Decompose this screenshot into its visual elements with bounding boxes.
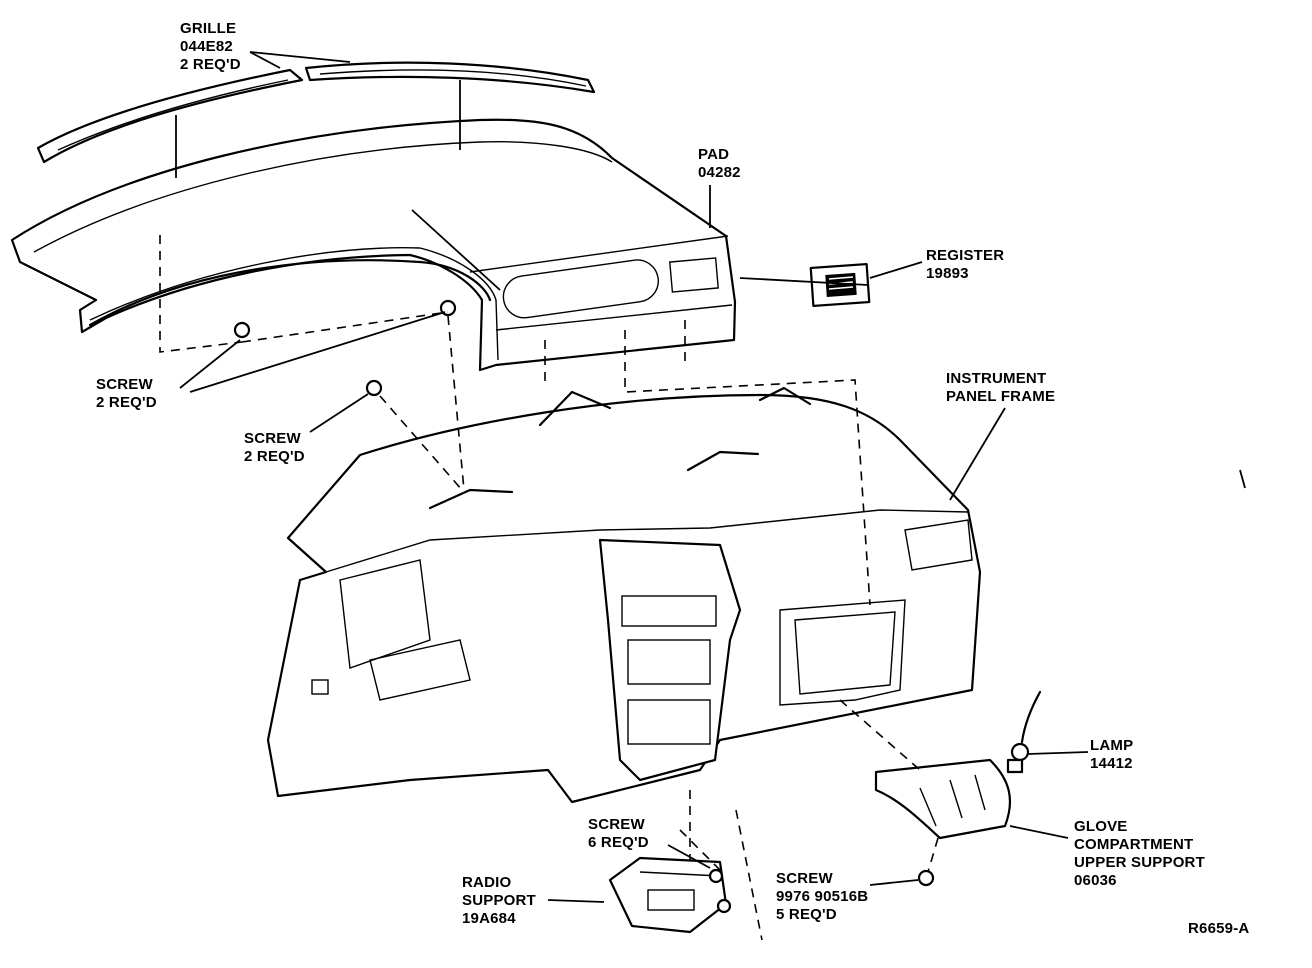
callout-pad: PAD 04282 xyxy=(698,146,741,182)
lamp-name: LAMP xyxy=(1090,737,1134,754)
register-part-number: 19893 xyxy=(926,265,969,282)
screw-upper-quantity: 2 REQ'D xyxy=(96,394,157,411)
screw-six-name: SCREW xyxy=(588,816,645,833)
radio-line2: SUPPORT xyxy=(462,892,536,909)
callout-register: REGISTER 19893 xyxy=(926,247,1004,283)
callout-screw-upper: SCREW 2 REQ'D xyxy=(96,376,157,412)
grille-part-number: 044E82 xyxy=(180,38,233,55)
callout-screw-middle: SCREW 2 REQ'D xyxy=(244,430,305,466)
screw-five-name: SCREW xyxy=(776,870,833,887)
screw-five-quantity: 5 REQ'D xyxy=(776,906,837,923)
radio-line1: RADIO xyxy=(462,874,512,891)
glove-line1: GLOVE xyxy=(1074,818,1128,835)
instrument-panel-pad xyxy=(10,118,737,372)
glove-line3: UPPER SUPPORT xyxy=(1074,854,1205,871)
screw-icons xyxy=(233,299,935,914)
screw-five-part-number: 9976 90516B xyxy=(776,888,869,905)
callout-screw-five: SCREW 9976 90516B 5 REQ'D xyxy=(776,870,868,924)
screw-middle-quantity: 2 REQ'D xyxy=(244,448,305,465)
pad-part-number: 04282 xyxy=(698,164,741,181)
screw-upper-name: SCREW xyxy=(96,376,153,393)
lamp-part xyxy=(1006,690,1042,774)
lamp-part-number: 14412 xyxy=(1090,755,1133,772)
register-name: REGISTER xyxy=(926,247,1005,264)
leader-lines xyxy=(175,51,1246,903)
alignment-lines xyxy=(159,235,939,941)
radio-part-number: 19A684 xyxy=(462,910,516,927)
grille-right xyxy=(304,61,596,94)
grille-name: GRILLE xyxy=(180,20,237,37)
pad-name: PAD xyxy=(698,146,730,163)
frame-line1: INSTRUMENT xyxy=(946,370,1047,387)
callout-lamp: LAMP 14412 xyxy=(1090,737,1133,773)
register-part xyxy=(809,262,871,308)
screw-middle-name: SCREW xyxy=(244,430,301,447)
figure-code-text: R6659-A xyxy=(1188,920,1250,937)
screw-six-quantity: 6 REQ'D xyxy=(588,834,649,851)
grille-quantity: 2 REQ'D xyxy=(180,56,241,73)
glove-support-part xyxy=(874,758,1012,840)
instrument-panel-frame xyxy=(266,386,982,804)
radio-support-part xyxy=(608,856,728,934)
glove-part-number: 06036 xyxy=(1074,872,1117,889)
glove-line2: COMPARTMENT xyxy=(1074,836,1194,853)
callout-glove-support: GLOVE COMPARTMENT UPPER SUPPORT 06036 xyxy=(1074,818,1205,890)
grille-left xyxy=(36,68,304,164)
callout-screw-six: SCREW 6 REQ'D xyxy=(588,816,649,852)
callout-instrument-panel-frame: INSTRUMENT PANEL FRAME xyxy=(946,370,1055,406)
callout-radio-support: RADIO SUPPORT 19A684 xyxy=(462,874,536,928)
frame-line2: PANEL FRAME xyxy=(946,388,1056,405)
figure-code: R6659-A xyxy=(1188,920,1249,938)
callout-grille: GRILLE 044E82 2 REQ'D xyxy=(180,20,241,74)
